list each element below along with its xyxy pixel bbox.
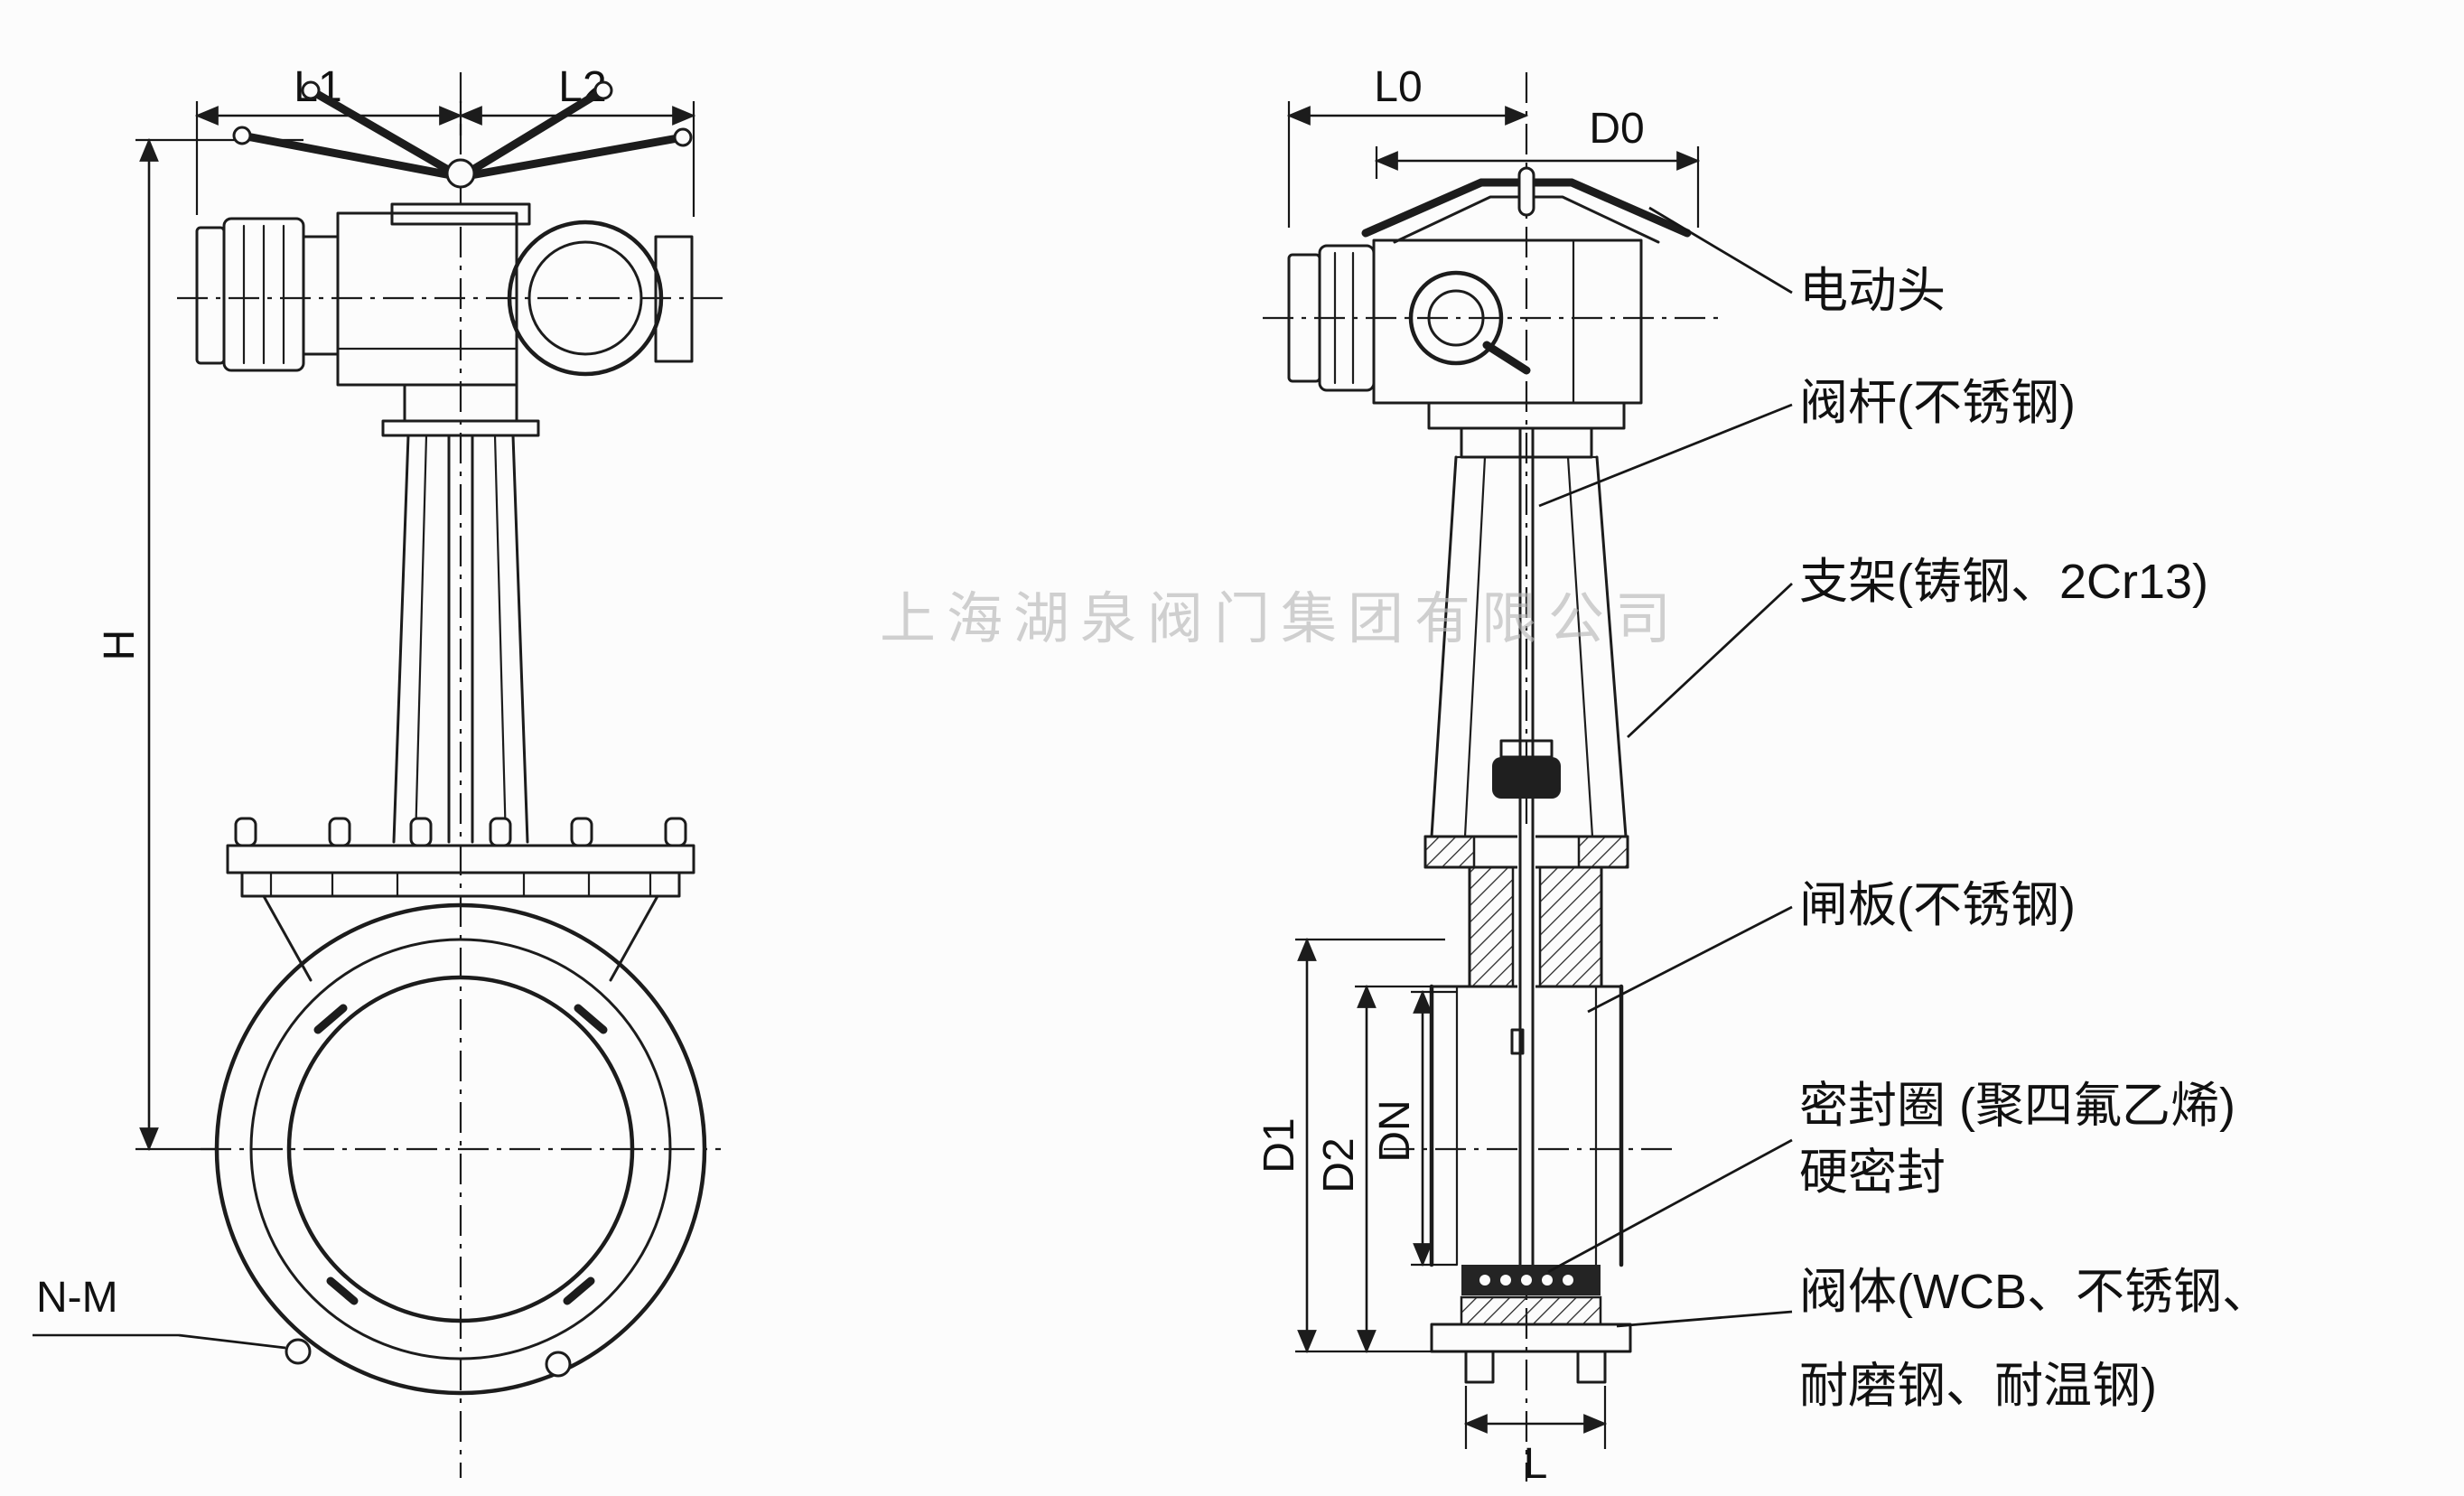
dim-label-d0: D0 (1589, 105, 1644, 153)
dim-label-d2: D2 (1315, 1137, 1363, 1192)
handwheel-side-outer (1408, 270, 1504, 366)
leader-line (1587, 905, 1793, 1014)
front-dim-h: H (96, 137, 303, 1152)
motor-coupling (302, 235, 340, 356)
front-handwheel-forks (232, 80, 693, 226)
callout-label-seal-ring-2: 硬密封 (1799, 1145, 1946, 1200)
leader-line (1627, 582, 1793, 739)
front-dim-nm: N-M (33, 1274, 286, 1350)
gate-guide (1510, 1028, 1525, 1055)
yoke-top-plate (381, 419, 540, 437)
fork-hub (445, 158, 476, 189)
stem-position-indicator (1517, 166, 1535, 217)
flange-bolt-hole (285, 1338, 312, 1365)
callout-gate-plate: 闸板(不锈钢) (1587, 878, 2076, 1014)
dim-label-l0: L0 (1374, 63, 1422, 111)
dim-label-l: L (1524, 1440, 1548, 1488)
callout-valve-body: 阀体(WCB、不锈钢、 耐磨钢、耐温钢) (1616, 1265, 2271, 1413)
leader-line (1547, 1138, 1793, 1274)
front-view: L1 L2 H (33, 63, 723, 1478)
dim-label-h: H (96, 630, 144, 661)
dim-label-dn: DN (1371, 1099, 1419, 1162)
bottom-flange-plate (1430, 1323, 1632, 1353)
packing-nut (1492, 757, 1561, 799)
handwheel-side-inner (1427, 289, 1485, 347)
side-seat-and-flange (1430, 1265, 1632, 1384)
callouts: 电动头 阀杆(不锈钢) 支架(铸钢、2Cr13) 闸板(不锈钢) 密封圈 (聚四… (1538, 206, 2271, 1413)
side-dim-dn: DN (1371, 989, 1457, 1267)
actuator-side-bracket (654, 235, 694, 363)
bottom-flange-section (1460, 1295, 1602, 1326)
front-valve-body (214, 902, 707, 1396)
dim-label-d1: D1 (1255, 1117, 1303, 1173)
side-dim-l0: L0 (1286, 63, 1529, 228)
callout-label-motor-head: 电动头 (1799, 264, 1946, 318)
flange-foot-right (1576, 1350, 1607, 1384)
flange-foot-left (1464, 1350, 1495, 1384)
side-actuator (1287, 238, 1643, 459)
handwheel-outer (507, 220, 664, 377)
side-dim-d0: D0 (1374, 105, 1701, 228)
side-stem-and-gate (1492, 426, 1561, 1274)
callout-label-seal-ring: 密封圈 (聚四氟乙烯) (1799, 1079, 2235, 1133)
handwheel-inner (527, 240, 643, 356)
front-top-flange (226, 817, 695, 982)
callout-label-bracket: 支架(铸钢、2Cr13) (1799, 555, 2208, 609)
front-yoke (392, 434, 529, 844)
side-forks (1361, 166, 1692, 244)
gearbox-side (1372, 238, 1643, 405)
callout-label-valve-body: 阀体(WCB、不锈钢、 (1799, 1265, 2271, 1319)
bonnet-flange-lower (240, 871, 681, 898)
leader-line (178, 1333, 286, 1350)
motor-end-cap (195, 226, 226, 365)
callout-label-valve-stem: 阀杆(不锈钢) (1799, 376, 2076, 430)
body-flange-outer (214, 902, 707, 1396)
side-dim-d1: D1 (1255, 937, 1630, 1354)
callout-motor-head: 电动头 (1648, 206, 1946, 318)
side-yoke (1430, 455, 1628, 838)
side-view: L0 D0 (1255, 63, 1718, 1488)
leader-line (1648, 206, 1793, 295)
side-dim-l: L (1463, 1386, 1608, 1488)
leader-line (1616, 1310, 1793, 1328)
watermark-text: 上海湖泉阀门集团有限公司 (880, 588, 1682, 650)
callout-seal-ring: 密封圈 (聚四氟乙烯) 硬密封 (1547, 1079, 2235, 1274)
flange-bolt-hole (545, 1351, 572, 1378)
side-packing-and-bonnet (1423, 835, 1629, 988)
callout-label-valve-body-2: 耐磨钢、耐温钢) (1799, 1359, 2157, 1413)
callout-bracket: 支架(铸钢、2Cr13) (1627, 555, 2208, 739)
leader-line (1538, 403, 1793, 508)
side-dim-d2: D2 (1315, 984, 1432, 1354)
front-actuator (195, 211, 694, 437)
callout-valve-stem: 阀杆(不锈钢) (1538, 376, 2076, 508)
body-flange-middle (249, 938, 672, 1360)
body-bore (286, 975, 635, 1323)
callout-label-gate-plate: 闸板(不锈钢) (1799, 878, 2076, 932)
dim-label-nm: N-M (36, 1274, 118, 1322)
